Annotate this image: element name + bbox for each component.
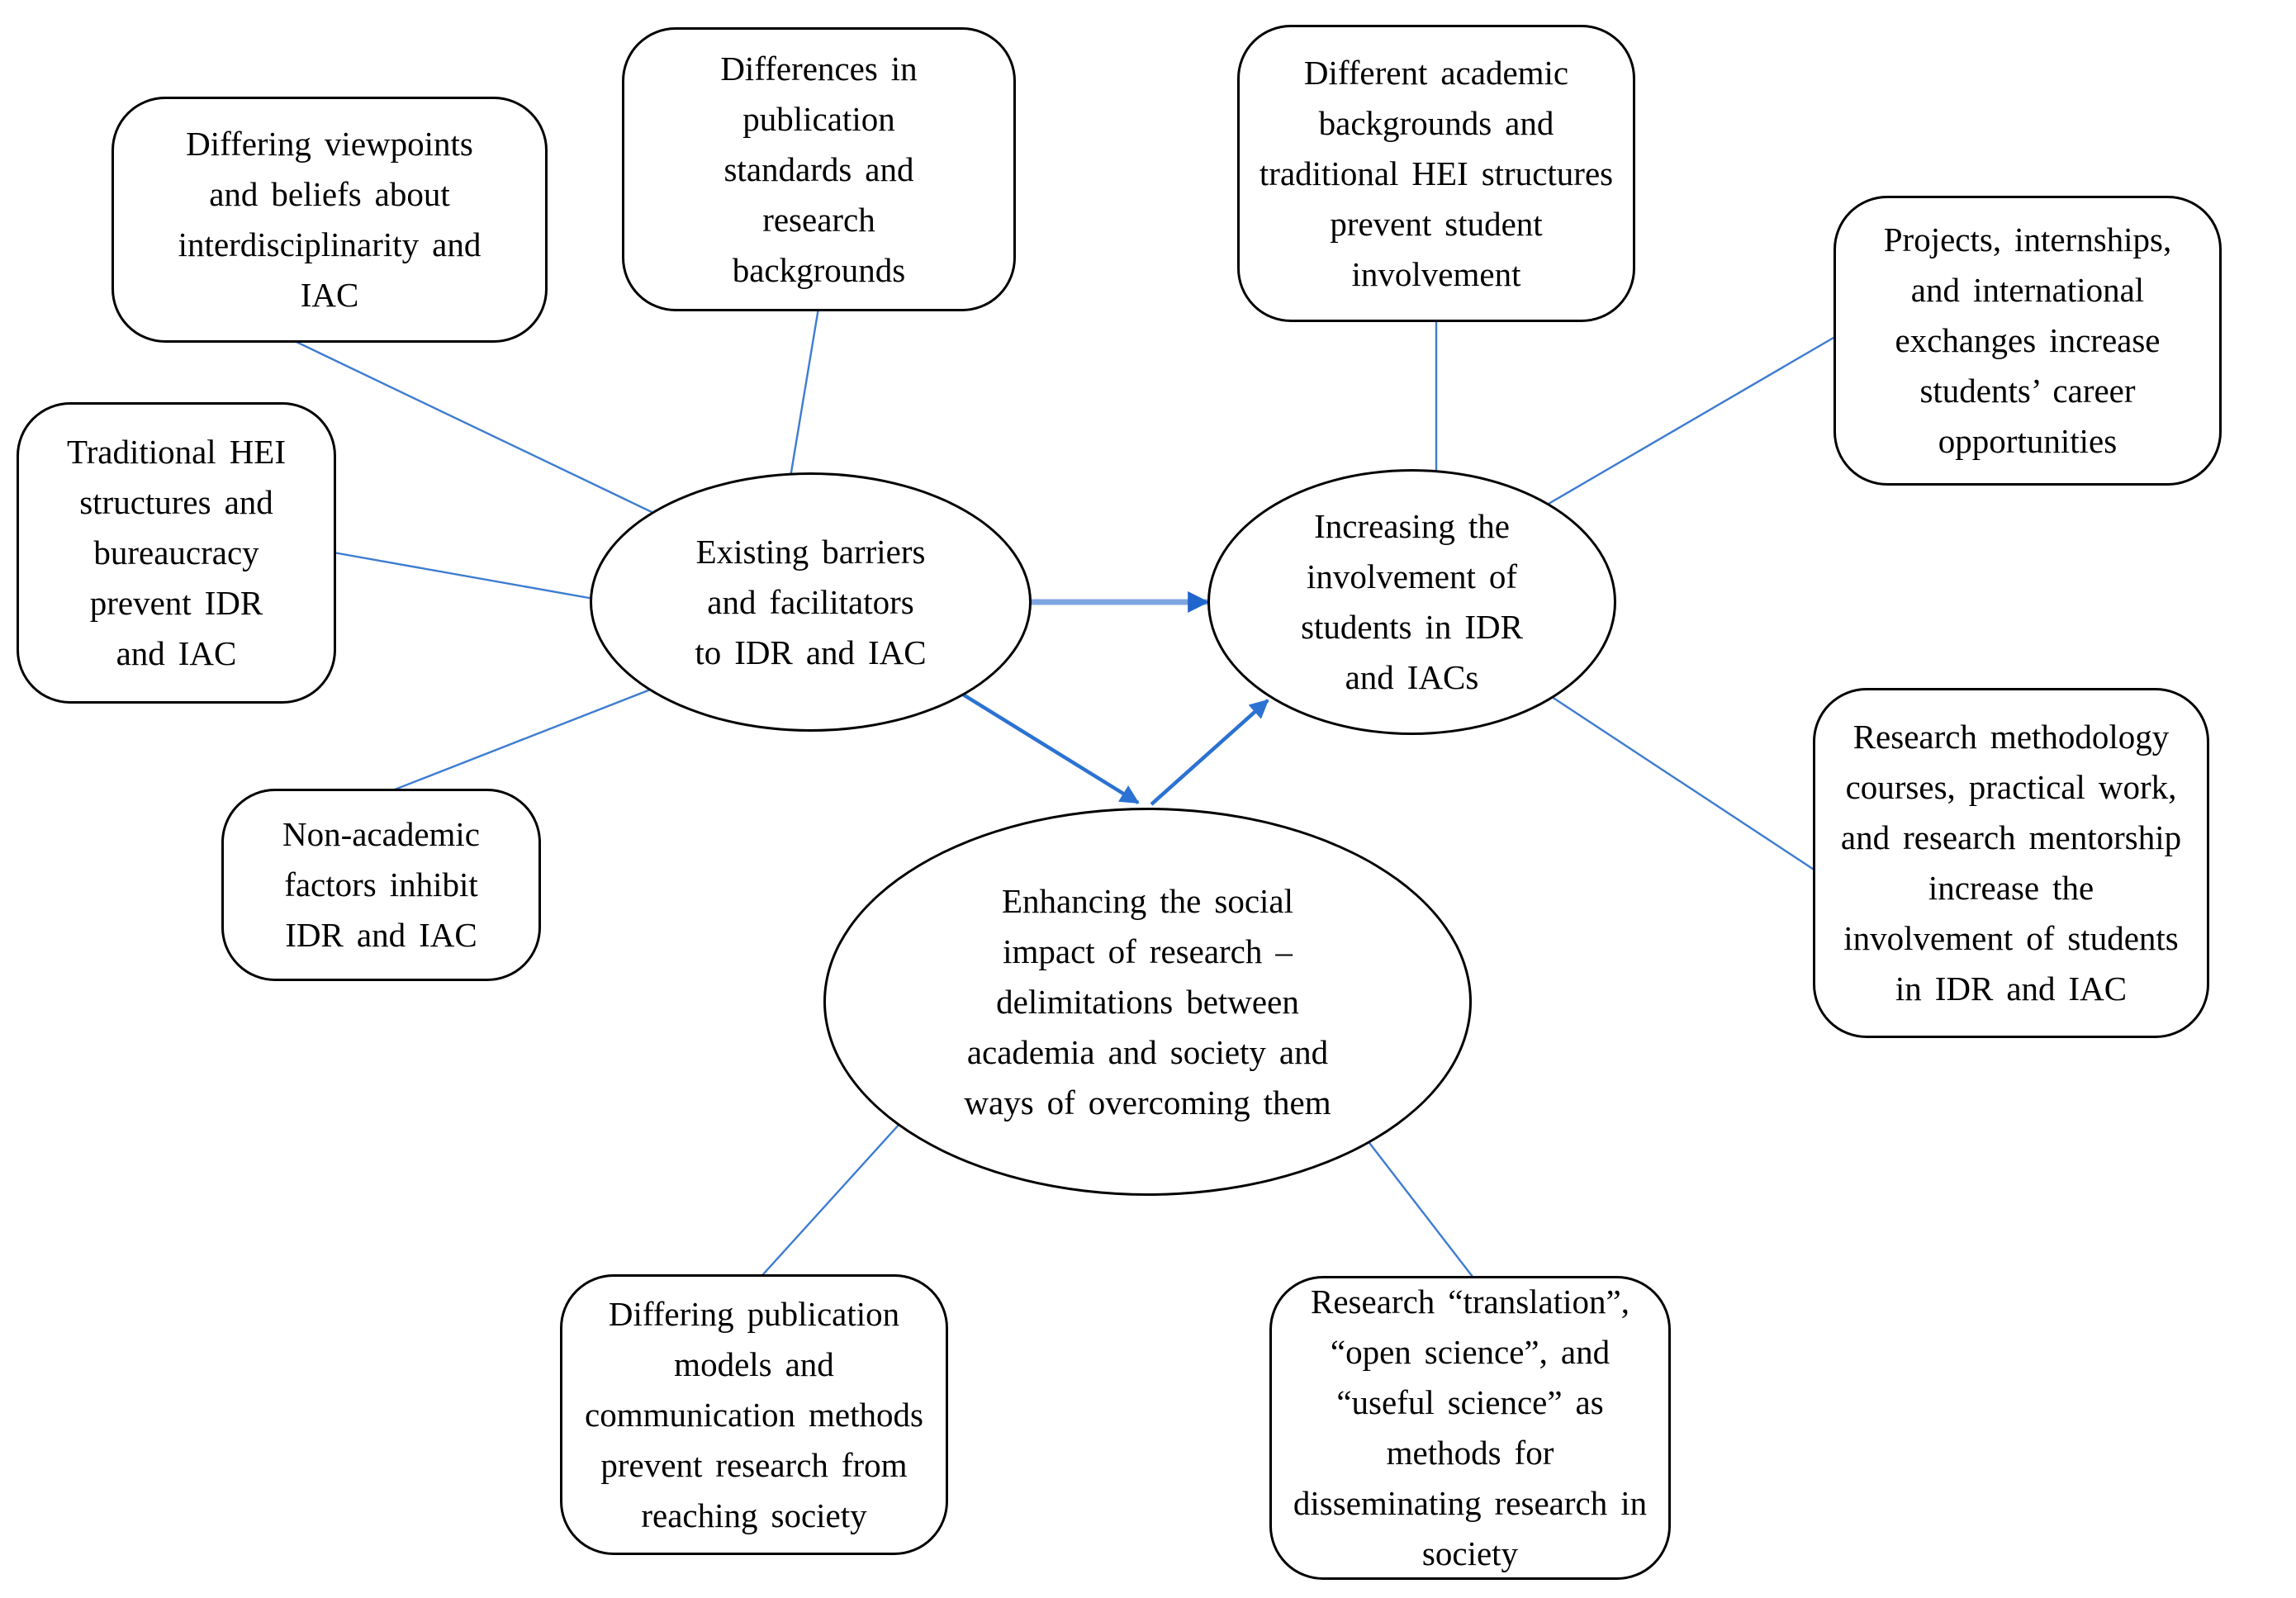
connector-traditional-barriers xyxy=(328,550,604,602)
node-label: Traditional HEI structures and bureaucra… xyxy=(66,433,286,672)
node-label: Different academic backgrounds and tradi… xyxy=(1259,53,1614,293)
connector-models-social xyxy=(755,1122,901,1283)
connector-nonacademic-barriers xyxy=(375,687,653,799)
node-label: Enhancing the social impact of research … xyxy=(964,881,1331,1121)
node-research-translation-open-science: Research “translation”, “open science”, … xyxy=(1269,1276,1671,1580)
node-non-academic-factors: Non-academic factors inhibit IDR and IAC xyxy=(221,789,541,981)
connector-projects-students xyxy=(1548,330,1844,505)
arrow-barriers-to-social xyxy=(944,682,1140,804)
node-differing-viewpoints: Differing viewpoints and beliefs about i… xyxy=(111,97,548,343)
node-label: Differences in publication standards and… xyxy=(720,49,918,289)
node-different-academic-backgrounds: Different academic backgrounds and tradi… xyxy=(1237,25,1635,322)
arrow-social-to-students xyxy=(1150,699,1269,806)
node-label: Differing publication models and communi… xyxy=(585,1294,923,1534)
node-traditional-hei-structures: Traditional HEI structures and bureaucra… xyxy=(17,402,336,704)
node-label: Differing viewpoints and beliefs about i… xyxy=(178,125,481,314)
node-label: Research methodology courses, practical … xyxy=(1840,718,2182,1008)
connector-viewpoints-barriers xyxy=(280,333,670,522)
connector-methodology-students xyxy=(1544,690,1826,879)
node-label: Existing barriers and facilitators to ID… xyxy=(695,532,927,671)
node-differences-publication-standards: Differences in publication standards and… xyxy=(622,27,1016,311)
node-differing-publication-models: Differing publication models and communi… xyxy=(560,1274,948,1555)
node-research-methodology-courses: Research methodology courses, practical … xyxy=(1813,688,2209,1038)
node-label: Non-academic factors inhibit IDR and IAC xyxy=(282,815,481,954)
connector-translation-social xyxy=(1366,1139,1479,1285)
ellipse-enhancing-social-impact: Enhancing the social impact of research … xyxy=(823,808,1472,1196)
node-projects-internships-exchanges: Projects, internships, and international… xyxy=(1833,196,2222,486)
node-label: Projects, internships, and international… xyxy=(1883,220,2172,460)
ellipse-increasing-student-involvement: Increasing the involvement of students i… xyxy=(1207,469,1616,735)
node-label: Increasing the involvement of students i… xyxy=(1301,507,1523,696)
node-label: Research “translation”, “open science”, … xyxy=(1293,1283,1648,1572)
connector-publication-barriers xyxy=(787,302,821,488)
ellipse-existing-barriers: Existing barriers and facilitators to ID… xyxy=(590,472,1032,732)
